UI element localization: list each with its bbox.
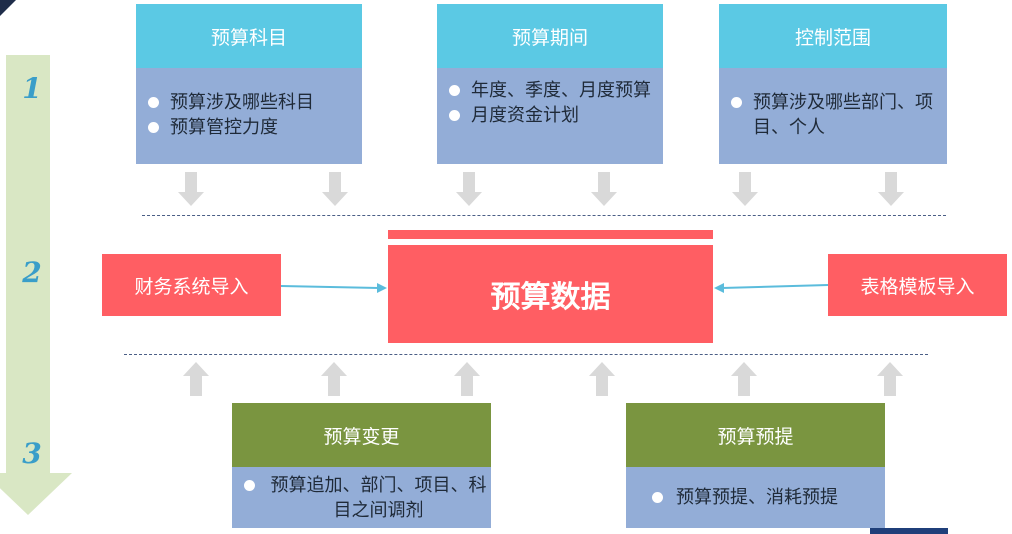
budget-subject-title: 预算科目 bbox=[210, 26, 287, 49]
budget-period-item: 月度资金计划 bbox=[437, 103, 663, 128]
control-scope-body: 预算涉及哪些部门、项目、个人 bbox=[719, 68, 947, 164]
budget-subject-item: 预算涉及哪些科目 bbox=[136, 90, 362, 115]
budget-subject-body: 预算涉及哪些科目 预算管控力度 bbox=[136, 68, 362, 164]
budget-change-body: 预算追加、部门、项目、科目之间调剂 bbox=[232, 467, 491, 528]
budget-accrual-item: 预算预提、消耗预提 bbox=[626, 485, 885, 510]
budget-change-title: 预算变更 bbox=[323, 425, 400, 448]
step-number-1: 1 bbox=[22, 72, 42, 105]
template-import-label: 表格模板导入 bbox=[860, 275, 975, 298]
down-arrow-icon bbox=[456, 172, 482, 206]
budget-data-box: 预算数据 bbox=[388, 245, 713, 343]
budget-accrual-title: 预算预提 bbox=[717, 425, 794, 448]
control-scope-header: 控制范围 bbox=[719, 4, 947, 68]
up-arrow-icon bbox=[731, 362, 757, 396]
budget-period-title: 预算期间 bbox=[511, 26, 588, 49]
down-arrow-icon bbox=[322, 172, 348, 206]
control-scope-title: 控制范围 bbox=[794, 26, 871, 49]
budget-period-item: 年度、季度、月度预算 bbox=[437, 78, 671, 103]
up-arrow-icon bbox=[877, 362, 903, 396]
budget-accrual-header: 预算预提 bbox=[626, 403, 885, 467]
finance-system-import-label: 财务系统导入 bbox=[134, 275, 249, 298]
finance-system-import-box: 财务系统导入 bbox=[102, 254, 281, 316]
step-number-2: 2 bbox=[22, 256, 42, 289]
right-connector-arrow bbox=[281, 283, 387, 293]
flow-down-arrow bbox=[0, 55, 72, 515]
up-arrow-icon bbox=[454, 362, 480, 396]
budget-period-body: 年度、季度、月度预算 月度资金计划 bbox=[437, 68, 663, 164]
up-arrow-icon bbox=[589, 362, 615, 396]
budget-subject-item: 预算管控力度 bbox=[136, 115, 362, 140]
control-scope-item: 预算涉及哪些部门、项目、个人 bbox=[719, 90, 963, 140]
budget-accrual-body: 预算预提、消耗预提 bbox=[626, 467, 885, 528]
template-import-box: 表格模板导入 bbox=[828, 254, 1007, 316]
budget-subject-header: 预算科目 bbox=[136, 4, 362, 68]
budget-data-title: 预算数据 bbox=[490, 280, 611, 315]
left-connector-arrow bbox=[714, 283, 828, 293]
budget-period-header: 预算期间 bbox=[437, 4, 663, 68]
corner-decoration-bottom bbox=[870, 528, 948, 534]
down-arrow-icon bbox=[591, 172, 617, 206]
budget-data-topbar bbox=[388, 230, 713, 239]
up-arrow-icon bbox=[183, 362, 209, 396]
budget-change-item: 预算追加、部门、项目、科目之间调剂 bbox=[232, 473, 491, 523]
down-arrow-icon bbox=[178, 172, 204, 206]
step-number-3: 3 bbox=[22, 437, 42, 470]
dashed-separator-bottom bbox=[124, 354, 928, 355]
down-arrow-icon bbox=[878, 172, 904, 206]
up-arrow-icon bbox=[321, 362, 347, 396]
down-arrow-icon bbox=[732, 172, 758, 206]
budget-change-header: 预算变更 bbox=[232, 403, 491, 467]
corner-decoration bbox=[0, 0, 16, 16]
dashed-separator-top bbox=[142, 215, 946, 216]
